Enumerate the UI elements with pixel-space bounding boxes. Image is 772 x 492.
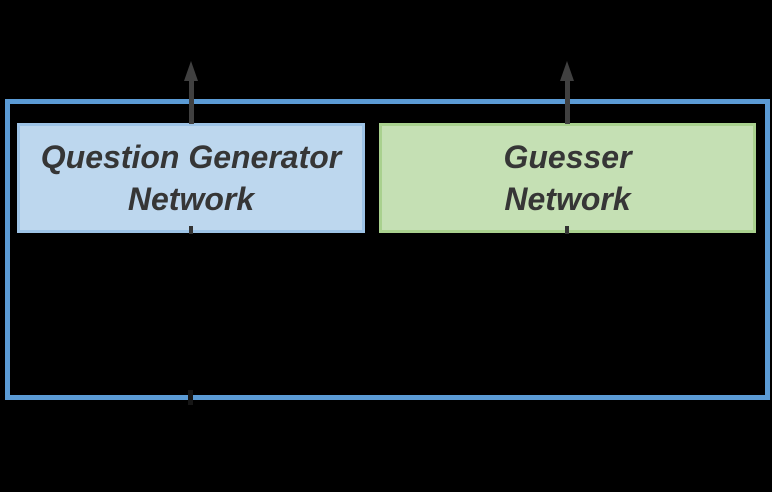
arrow-shaft [565, 79, 570, 124]
question-generator-network-label-line2: Network [127, 181, 255, 217]
arrow-up-icon [184, 61, 198, 81]
arrow-shaft [189, 79, 194, 124]
guesser-network-label-line1: Guesser [503, 139, 632, 175]
bottom-border-connector-line [188, 390, 193, 405]
guesser-input-stub [565, 226, 569, 234]
question-generator-network-box: Question Generator Network [17, 123, 365, 233]
guesser-network-box: Guesser Network [379, 123, 756, 233]
question-generator-network-label-line1: Question Generator [40, 139, 342, 175]
question-generator-input-stub [189, 226, 193, 234]
arrow-up-icon [560, 61, 574, 81]
guesser-network-label-line2: Network [504, 181, 631, 217]
networks-container-box [5, 99, 770, 400]
